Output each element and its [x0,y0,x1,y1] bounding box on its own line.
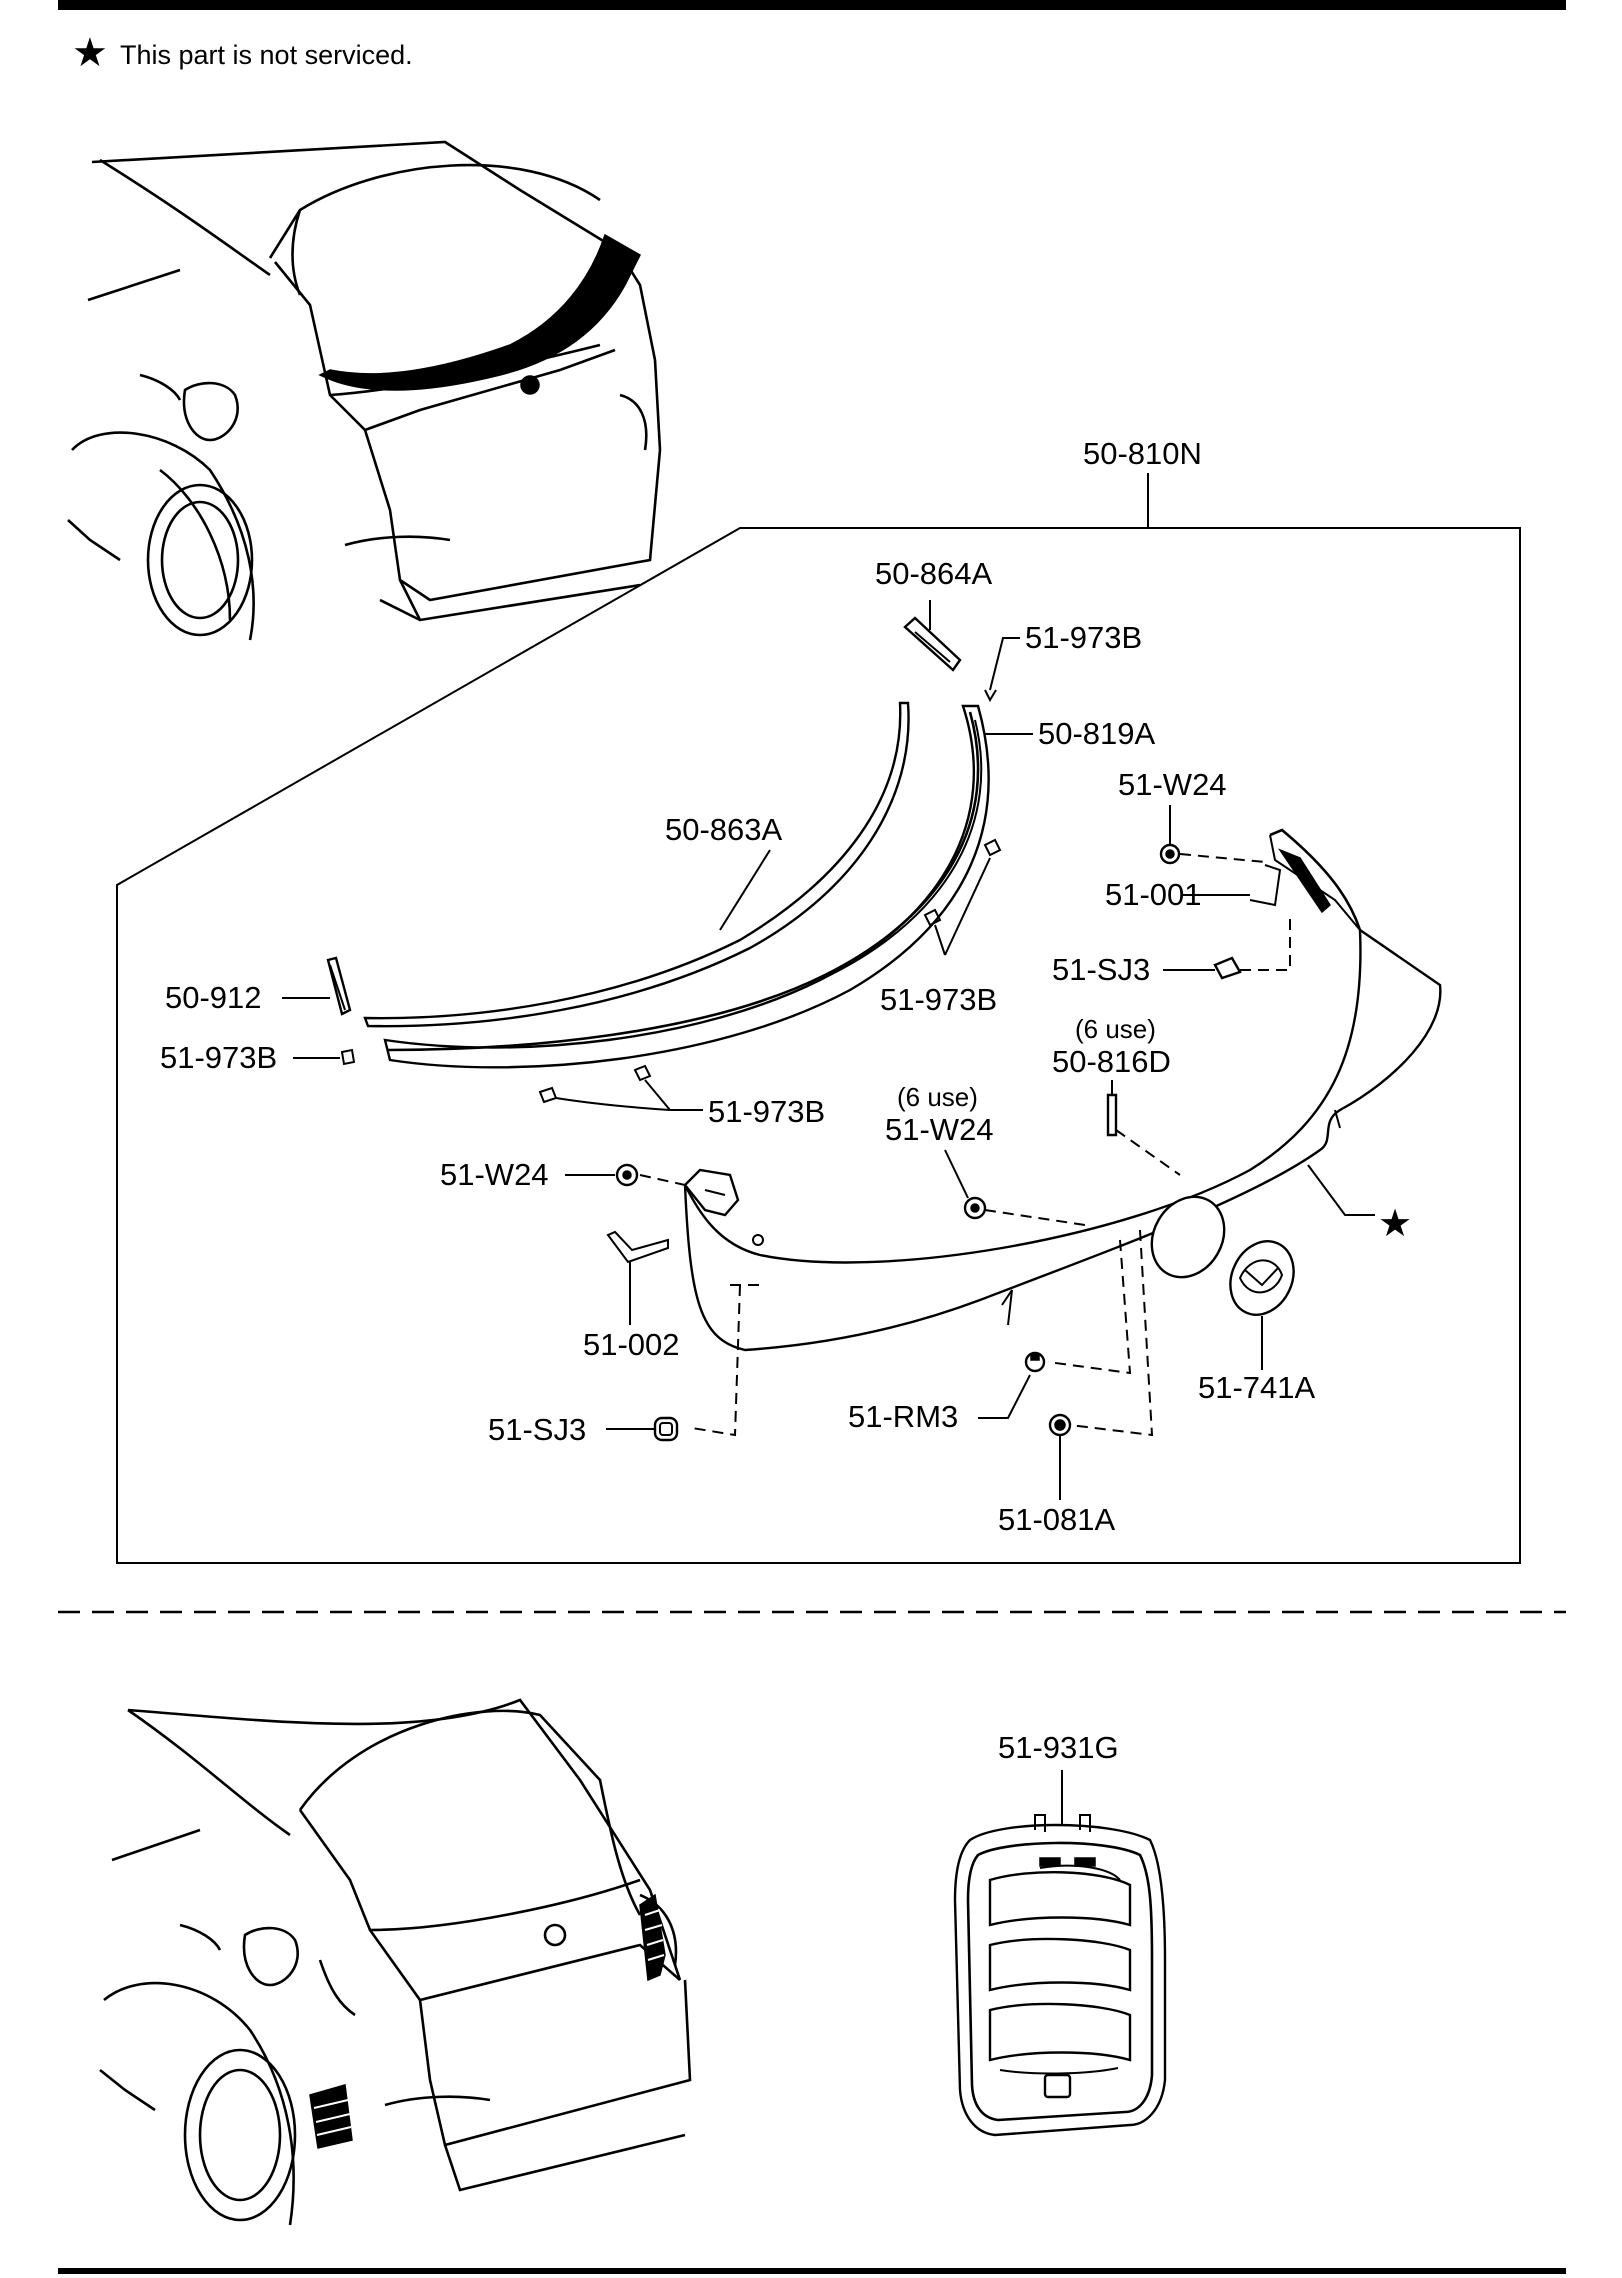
label-50-864A: 50-864A [875,556,993,591]
part-50-912 [326,956,352,1016]
label-50-816D-use: (6 use) [1075,1014,1156,1044]
part-50-816D [1106,1093,1118,1137]
part-51-SJ3-low [653,1416,679,1442]
part-51-931G [953,1814,1167,2137]
label-51-SJ3-low: 51-SJ3 [488,1412,586,1447]
part-51-741A [1229,1240,1295,1316]
note: ★ This part is not serviced. [72,31,413,75]
part-cap-ring [1150,1195,1226,1279]
label-50-819A: 50-819A [1038,716,1156,751]
part-51-W24-left [615,1163,639,1187]
label-51-W24-mid-use: (6 use) [897,1082,978,1112]
label-50-863A: 50-863A [665,812,783,847]
vehicle-bottom [99,1698,692,2226]
part-50-863A [363,701,910,1028]
label-50-912: 50-912 [165,980,262,1015]
part-51-W24-top [1159,843,1181,865]
label-50-816D: 50-816D [1052,1044,1171,1079]
part-spoiler-garnish [683,927,1442,1352]
label-51-002: 51-002 [583,1327,680,1362]
label-51-973B-mid: 51-973B [880,982,997,1017]
vehicle-top-spoiler [318,233,641,395]
label-51-973B-top: 51-973B [1025,620,1142,655]
assembly-box [116,527,1521,1564]
star-icon: ★ [72,31,108,75]
label-51-973B-low: 51-973B [708,1094,825,1129]
part-51-SJ3-right [1213,956,1242,980]
part-51-002 [606,1230,669,1264]
part-51-RM3 [1024,1351,1046,1373]
label-51-RM3: 51-RM3 [848,1399,958,1434]
label-51-081A: 51-081A [998,1502,1116,1537]
part-51-081A [1048,1413,1072,1437]
vehicle-top [67,140,662,641]
label-51-973B-left: 51-973B [160,1040,277,1075]
label-51-W24-left: 51-W24 [440,1157,549,1192]
label-51-W24-mid: 51-W24 [885,1112,994,1147]
label-51-W24-top: 51-W24 [1118,767,1227,802]
bottom-border [58,2268,1566,2274]
label-star-callout: ★ [1378,1203,1412,1245]
label-50-810N: 50-810N [1083,436,1202,471]
part-51-W24-mid [963,1196,987,1220]
part-50-864A [903,616,962,672]
label-51-931G: 51-931G [998,1730,1119,1765]
note-text: This part is not serviced. [120,40,413,70]
label-51-741A: 51-741A [1198,1370,1316,1405]
part-51-001 [1249,864,1282,907]
top-border [58,0,1566,10]
label-51-SJ3-right: 51-SJ3 [1052,952,1150,987]
vehicle-bottom-vents [309,1893,666,2149]
